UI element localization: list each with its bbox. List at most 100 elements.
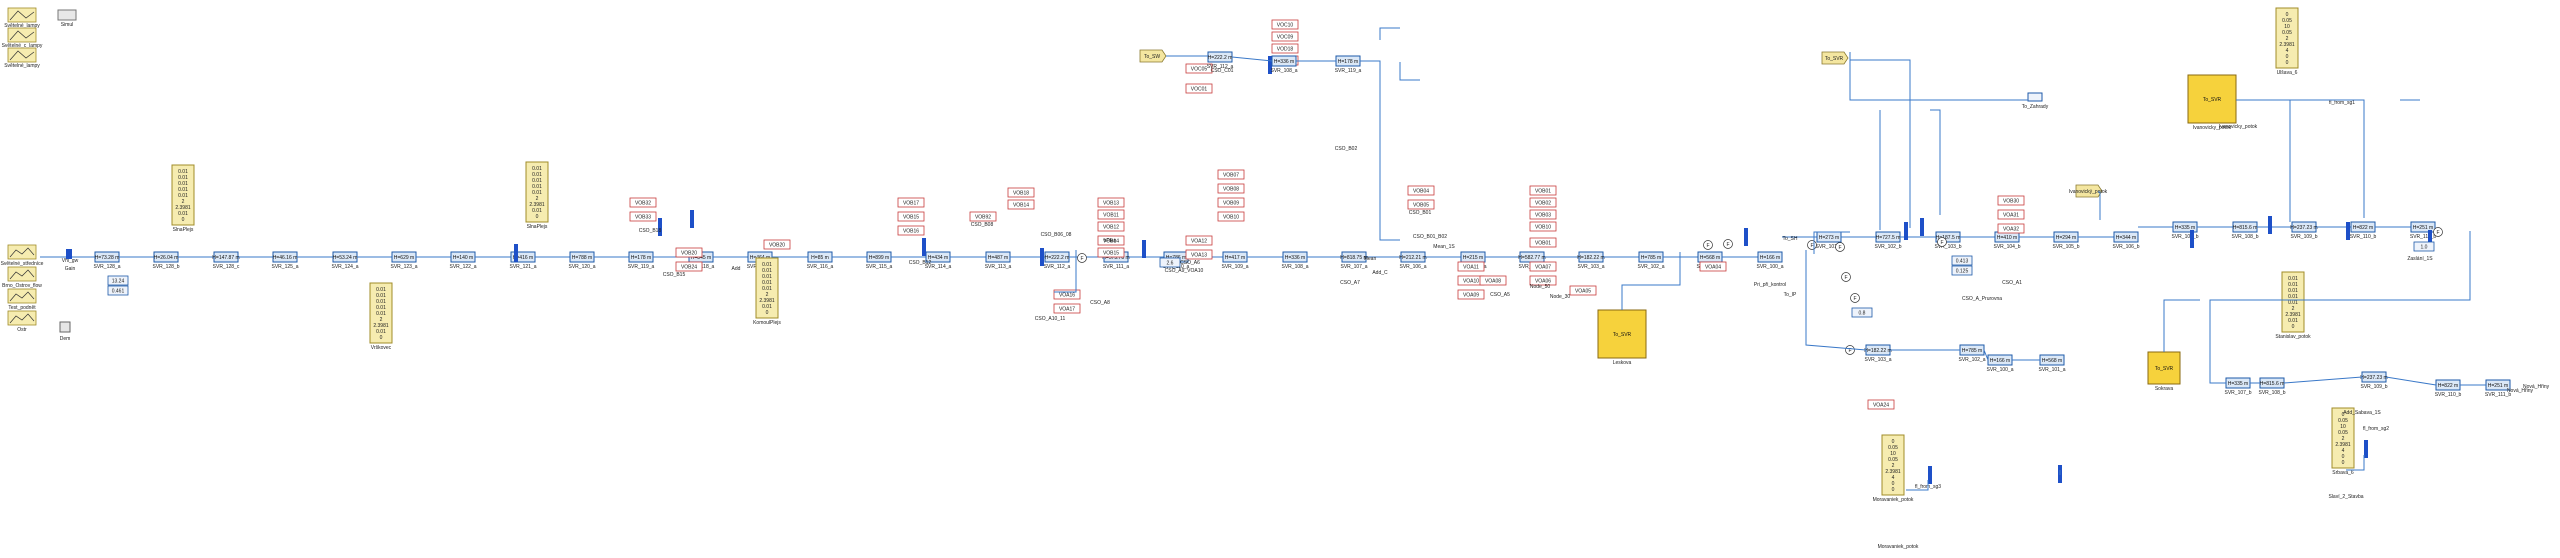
constant-block[interactable] bbox=[1479, 275, 1507, 286]
constant-block[interactable] bbox=[1053, 303, 1081, 314]
mux-block[interactable] bbox=[690, 210, 694, 228]
mux-block[interactable] bbox=[2190, 230, 2194, 248]
constant-block[interactable] bbox=[1217, 197, 1245, 208]
sum-block[interactable] bbox=[1850, 293, 1860, 303]
constant-block[interactable] bbox=[1529, 221, 1557, 232]
channel-block-caption: SVR_102_b bbox=[1875, 244, 1902, 250]
channel-block[interactable] bbox=[1757, 251, 1783, 263]
constant-block[interactable] bbox=[1217, 211, 1245, 222]
constant-block[interactable] bbox=[1529, 209, 1557, 220]
constant-block[interactable] bbox=[1217, 169, 1245, 180]
channel-block-label: H=237.23 m bbox=[2290, 225, 2317, 231]
constant-block[interactable] bbox=[1529, 197, 1557, 208]
constant-block[interactable] bbox=[1271, 31, 1299, 42]
sum-block[interactable] bbox=[1703, 240, 1713, 250]
mux-block[interactable] bbox=[922, 238, 926, 256]
to-zahrady-port[interactable] bbox=[2027, 92, 2043, 102]
constant-block[interactable] bbox=[1271, 43, 1299, 54]
constant-block[interactable] bbox=[1407, 199, 1435, 210]
channel-block[interactable] bbox=[2410, 221, 2436, 233]
constant-block[interactable] bbox=[897, 211, 925, 222]
mux-block[interactable] bbox=[2346, 222, 2350, 240]
mux-block[interactable] bbox=[1744, 228, 1748, 246]
constant-block[interactable] bbox=[1457, 289, 1485, 300]
constant-block[interactable] bbox=[1529, 185, 1557, 196]
constant-block[interactable] bbox=[1007, 187, 1035, 198]
constant-block[interactable] bbox=[1097, 197, 1125, 208]
lookup-table[interactable] bbox=[2281, 271, 2305, 333]
mux-block[interactable] bbox=[658, 218, 662, 236]
lookup-table[interactable] bbox=[2331, 407, 2355, 469]
mux-block[interactable] bbox=[1928, 466, 1932, 484]
source-block[interactable] bbox=[7, 310, 37, 326]
sum-block[interactable] bbox=[1841, 272, 1851, 282]
constant-block[interactable] bbox=[1407, 185, 1435, 196]
source-block[interactable] bbox=[7, 244, 37, 260]
mux-block[interactable] bbox=[1268, 56, 1272, 74]
lookup-table[interactable] bbox=[525, 161, 549, 223]
ref-block[interactable] bbox=[59, 321, 71, 333]
constant-block[interactable] bbox=[1185, 63, 1213, 74]
source-block[interactable] bbox=[7, 288, 37, 304]
constant-block[interactable] bbox=[1529, 261, 1557, 272]
mux-block[interactable] bbox=[514, 244, 518, 262]
constant-block[interactable] bbox=[1271, 19, 1299, 30]
source-block[interactable] bbox=[7, 266, 37, 282]
constant-block[interactable] bbox=[675, 261, 703, 272]
gain-block[interactable] bbox=[66, 249, 72, 259]
channel-block[interactable] bbox=[2113, 231, 2139, 243]
constant-block[interactable] bbox=[1185, 83, 1213, 94]
lookup-table[interactable] bbox=[369, 282, 393, 344]
constant-block[interactable] bbox=[1097, 221, 1125, 232]
sum-block[interactable] bbox=[1845, 345, 1855, 355]
constant-block[interactable] bbox=[1053, 289, 1081, 300]
channel-block-caption: SVR_119_a bbox=[628, 264, 655, 270]
mux-block[interactable] bbox=[1142, 240, 1146, 258]
mux-block[interactable] bbox=[1920, 218, 1924, 236]
constant-block[interactable] bbox=[1185, 249, 1213, 260]
mux-block[interactable] bbox=[1040, 248, 1044, 266]
constant-block[interactable] bbox=[1569, 285, 1597, 296]
mux-block[interactable] bbox=[2364, 440, 2368, 458]
constant-block[interactable] bbox=[1529, 237, 1557, 248]
constant-block[interactable] bbox=[897, 197, 925, 208]
constant-block[interactable] bbox=[1457, 261, 1485, 272]
mux-block[interactable] bbox=[2428, 230, 2432, 248]
lookup-table[interactable] bbox=[1881, 434, 1905, 496]
lookup-table[interactable] bbox=[171, 164, 195, 226]
lookup-table[interactable] bbox=[2275, 7, 2299, 69]
constant-block[interactable] bbox=[675, 247, 703, 258]
constant-block[interactable] bbox=[1097, 209, 1125, 220]
sum-block[interactable] bbox=[1835, 242, 1845, 252]
block-caption: Slaví_2_Stavba bbox=[2328, 494, 2363, 500]
block-caption: CSO_B01_B02 bbox=[1413, 234, 1447, 240]
constant-block[interactable] bbox=[629, 211, 657, 222]
constant-block[interactable] bbox=[1997, 209, 2025, 220]
constant-block[interactable] bbox=[1529, 275, 1557, 286]
constant-block[interactable] bbox=[1997, 223, 2025, 234]
constant-block[interactable] bbox=[1867, 399, 1895, 410]
mux-block[interactable] bbox=[2268, 216, 2272, 234]
constant-block[interactable] bbox=[1007, 199, 1035, 210]
goto-tag[interactable] bbox=[1821, 51, 1849, 65]
constant-block[interactable] bbox=[629, 197, 657, 208]
sum-block[interactable] bbox=[1077, 253, 1087, 263]
constant-block[interactable] bbox=[1185, 235, 1213, 246]
constant-block[interactable] bbox=[1097, 247, 1125, 258]
goto-tag[interactable] bbox=[1139, 49, 1167, 63]
lookup-table[interactable] bbox=[755, 257, 779, 319]
sum-block[interactable] bbox=[1937, 237, 1947, 247]
mux-block[interactable] bbox=[1904, 222, 1908, 240]
constant-block[interactable] bbox=[969, 211, 997, 222]
constant-block[interactable] bbox=[1699, 261, 1727, 272]
constant-block[interactable] bbox=[1997, 195, 2025, 206]
sum-block[interactable] bbox=[1723, 239, 1733, 249]
branch-block-caption: SVR_100_a bbox=[1987, 367, 2014, 373]
constant-block[interactable] bbox=[763, 239, 791, 250]
goto-block[interactable] bbox=[2187, 74, 2237, 124]
constant-block[interactable] bbox=[897, 225, 925, 236]
constant-block[interactable] bbox=[1097, 235, 1125, 246]
constant-block[interactable] bbox=[1217, 183, 1245, 194]
legend-simul-box[interactable] bbox=[57, 9, 77, 21]
sum-block[interactable] bbox=[2433, 227, 2443, 237]
